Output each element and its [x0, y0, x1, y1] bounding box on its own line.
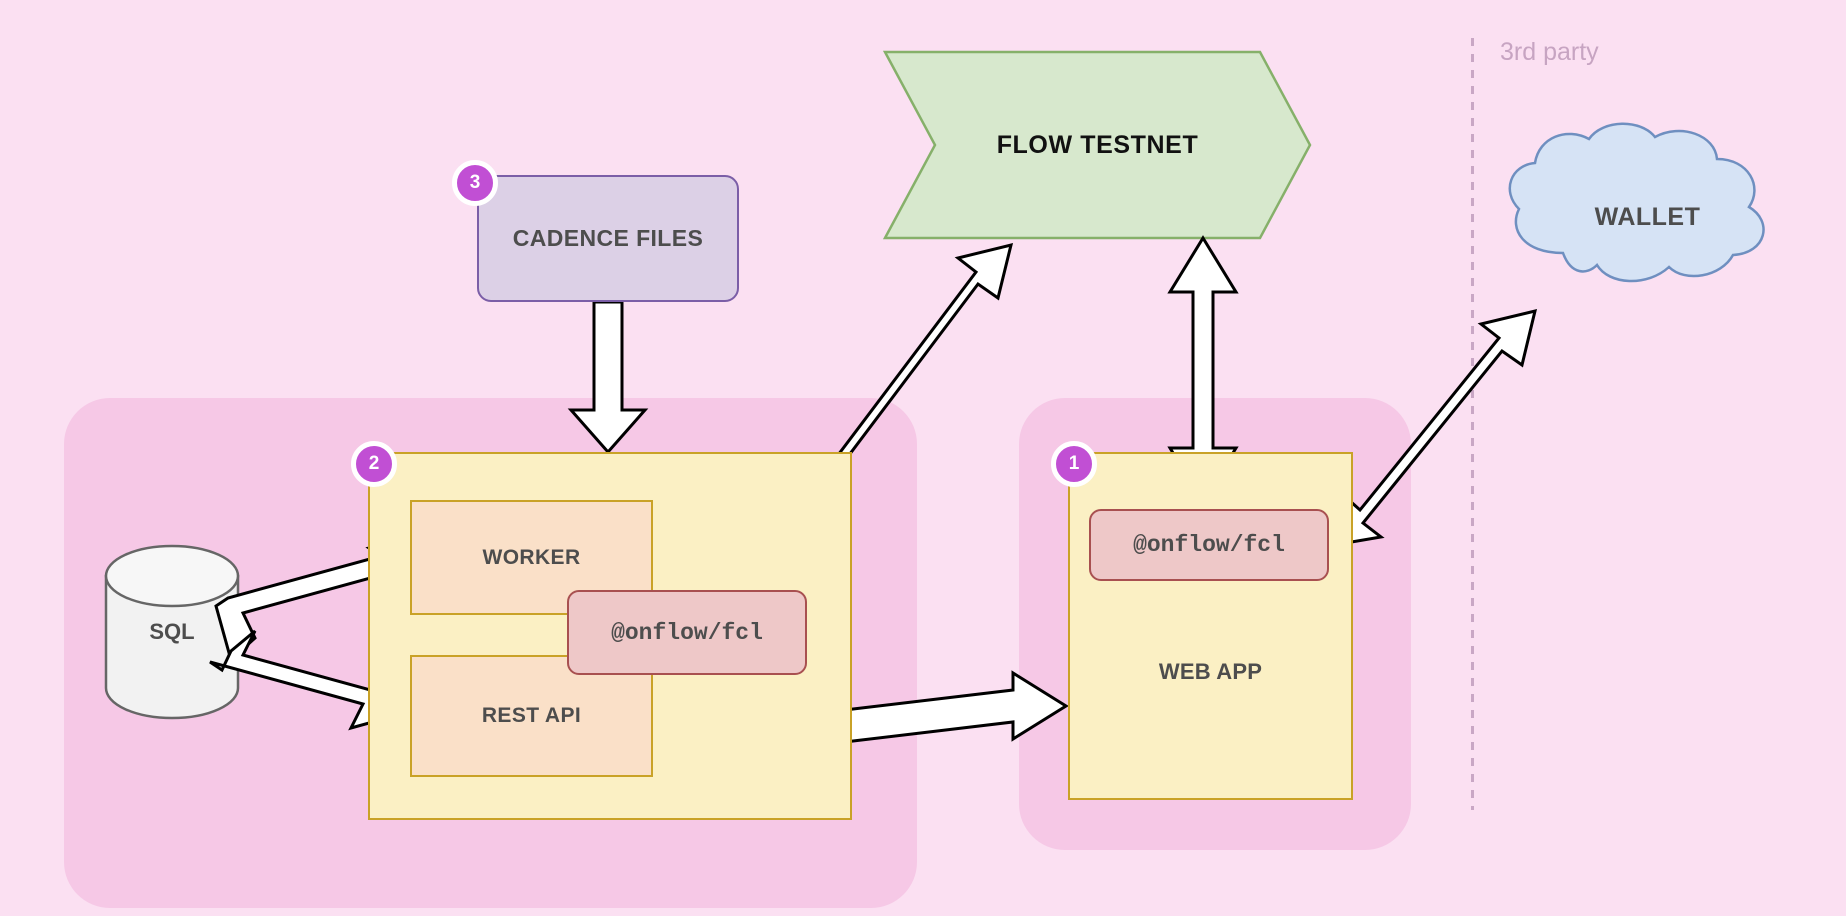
node-web-app[interactable]: WEB APP [1068, 452, 1353, 800]
third-party-divider [1471, 38, 1474, 810]
node-rest-api[interactable]: REST API [410, 655, 653, 777]
cadence-files-label: CADENCE FILES [512, 225, 704, 251]
node-sql[interactable]: SQL [106, 546, 238, 718]
sql-label: SQL [149, 619, 195, 644]
web-app-label: WEB APP [1158, 659, 1263, 684]
node-fcl-webapp[interactable]: @onflow/fcl [1089, 509, 1329, 581]
wallet-label: WALLET [1594, 203, 1701, 231]
rest-api-label: REST API [481, 704, 582, 727]
node-fcl-backend[interactable]: @onflow/fcl [567, 590, 807, 675]
node-flow-testnet[interactable]: FLOW TESTNET [885, 52, 1310, 238]
flow-testnet-label: FLOW TESTNET [996, 130, 1199, 159]
worker-label: WORKER [482, 545, 581, 569]
node-cadence-files[interactable]: CADENCE FILES [477, 175, 739, 302]
step-badge-2[interactable]: 2 [351, 441, 397, 487]
third-party-label: 3rd party [1500, 38, 1599, 66]
step-badge-1[interactable]: 1 [1051, 441, 1097, 487]
step-badge-3[interactable]: 3 [452, 160, 498, 206]
node-wallet[interactable]: WALLET [1505, 125, 1790, 310]
